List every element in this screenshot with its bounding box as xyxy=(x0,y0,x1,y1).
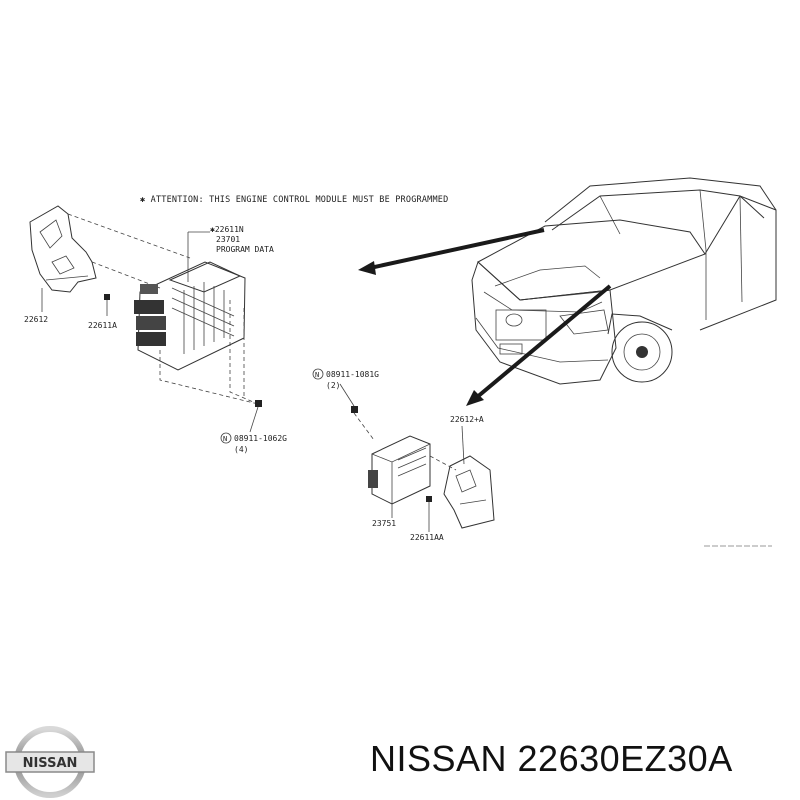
n-symbol xyxy=(220,432,232,444)
label-22612: 22612 xyxy=(24,315,48,324)
label-23751: 23751 xyxy=(372,519,396,528)
left-bracket xyxy=(29,205,97,293)
pointer-arrow-upper xyxy=(358,228,545,275)
label-program-data: PROGRAM DATA xyxy=(216,245,274,254)
leader-line xyxy=(67,213,191,259)
right-bracket xyxy=(443,455,495,529)
attention-note: ✱ ATTENTION: THIS ENGINE CONTROL MODULE … xyxy=(140,195,448,205)
label-08911-1062g: 08911-1062G xyxy=(234,434,287,443)
n-symbol-letter: N xyxy=(315,371,319,379)
label-qty-4: (4) xyxy=(234,445,248,454)
label-22612a: 22612+A xyxy=(450,415,484,424)
logo-text: NISSAN xyxy=(23,756,78,771)
bolt-08911-1081g xyxy=(351,406,375,441)
label-22611a: 22611A xyxy=(88,321,117,330)
leader-line xyxy=(159,350,259,405)
ecm-module-23751 xyxy=(368,435,431,505)
label-qty-2: (2) xyxy=(326,381,340,390)
label-22611n: ✱22611N xyxy=(210,225,244,234)
bolt-08911-1062g xyxy=(249,400,262,433)
bolt-22611aa xyxy=(426,496,432,532)
part-title: NISSAN 22630EZ30A xyxy=(370,738,733,779)
bolt-22611a xyxy=(104,294,110,316)
label-23701: 23701 xyxy=(216,235,240,244)
leader-line xyxy=(429,455,457,471)
ecm-module xyxy=(134,261,246,371)
leader-line xyxy=(229,300,259,405)
leader-line xyxy=(91,261,161,289)
n-symbol xyxy=(312,368,324,380)
leader-line xyxy=(461,425,465,465)
vehicle-illustration xyxy=(471,177,777,385)
n-symbol-letter: N xyxy=(223,435,227,443)
leader-line xyxy=(339,383,355,407)
label-22611aa: 22611AA xyxy=(410,533,444,542)
nissan-logo: NISSAN xyxy=(5,726,95,798)
label-08911-1081g: 08911-1081G xyxy=(326,370,379,379)
pointer-arrow-lower xyxy=(466,284,612,406)
